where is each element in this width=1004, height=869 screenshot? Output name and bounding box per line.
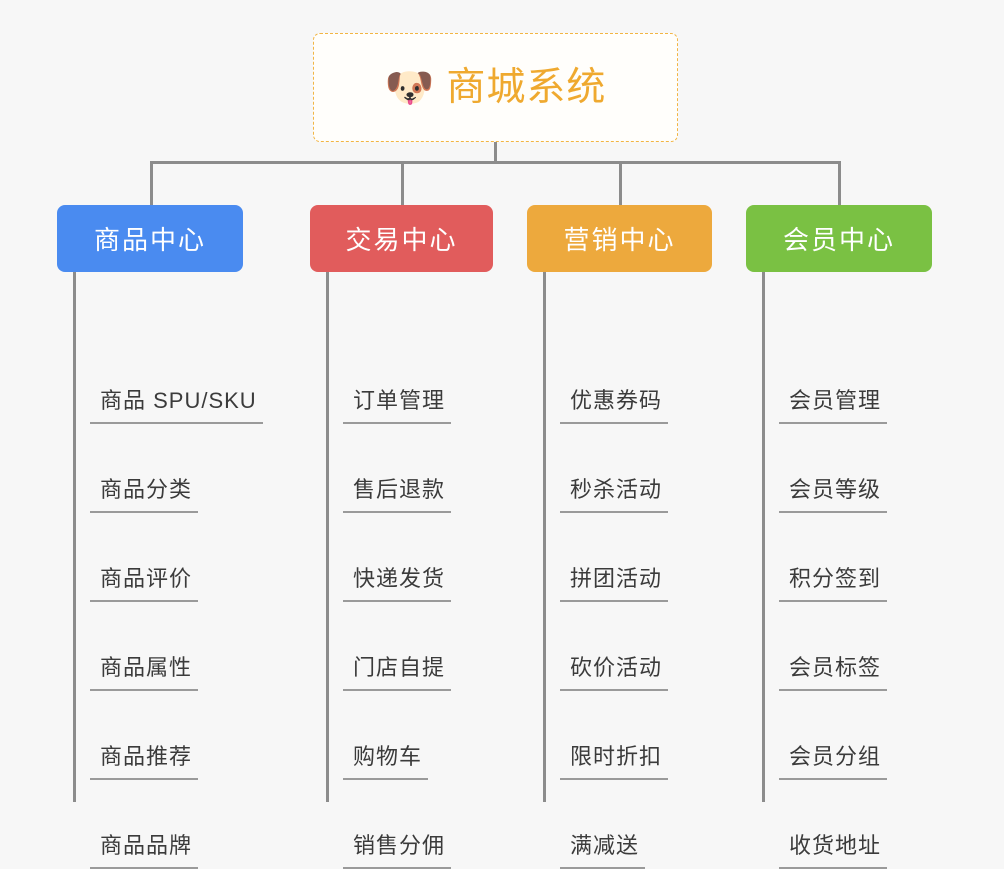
leaf-item[interactable]: 限时折扣 bbox=[560, 736, 669, 780]
leaf-item[interactable]: 商品推荐 bbox=[90, 736, 199, 780]
leaf-item-label: 商品评价 bbox=[90, 561, 199, 602]
leaf-item[interactable]: 销售分佣 bbox=[343, 825, 452, 869]
leaf-item-label: 购物车 bbox=[343, 739, 429, 780]
leaf-item[interactable]: 满减送 bbox=[560, 825, 646, 869]
leaf-item[interactable]: 积分签到 bbox=[779, 558, 888, 602]
leaf-item-label: 会员管理 bbox=[779, 383, 888, 424]
branch-column-member-center: 会员中心会员管理会员等级积分签到会员标签会员分组收货地址 bbox=[746, 205, 932, 869]
leaf-item[interactable]: 商品属性 bbox=[90, 647, 199, 691]
leaf-item[interactable]: 优惠券码 bbox=[560, 380, 669, 424]
leaf-item[interactable]: 砍价活动 bbox=[560, 647, 669, 691]
leaf-item-label: 订单管理 bbox=[343, 383, 452, 424]
leaf-item-label: 会员分组 bbox=[779, 739, 888, 780]
leaf-item-label: 商品品牌 bbox=[90, 828, 199, 869]
branch-spine-member-center bbox=[762, 272, 765, 802]
branch-header-marketing-center[interactable]: 营销中心 bbox=[527, 205, 712, 272]
leaf-item[interactable]: 商品品牌 bbox=[90, 825, 199, 869]
leaf-item[interactable]: 会员等级 bbox=[779, 469, 888, 513]
branch-spine-product-center bbox=[73, 272, 76, 802]
leaf-item[interactable]: 会员管理 bbox=[779, 380, 888, 424]
leaf-item-label: 砍价活动 bbox=[560, 650, 669, 691]
leaf-item-label: 会员等级 bbox=[779, 472, 888, 513]
leaf-item[interactable]: 会员分组 bbox=[779, 736, 888, 780]
leaf-item-label: 商品分类 bbox=[90, 472, 199, 513]
leaf-item[interactable]: 商品分类 bbox=[90, 469, 199, 513]
branch-header-member-center[interactable]: 会员中心 bbox=[746, 205, 932, 272]
branch-spine-marketing-center bbox=[543, 272, 546, 802]
leaf-item-label: 商品 SPU/SKU bbox=[90, 383, 263, 424]
leaf-item-label: 优惠券码 bbox=[560, 383, 669, 424]
leaf-item-label: 会员标签 bbox=[779, 650, 888, 691]
mindmap-canvas: 🐶 商城系统 商品中心商品 SPU/SKU 商品分类商品评价商品属性商品推荐商品品… bbox=[57, 33, 932, 869]
leaf-item[interactable]: 拼团活动 bbox=[560, 558, 669, 602]
leaf-item-label: 积分签到 bbox=[779, 561, 888, 602]
shiba-dog-face-icon: 🐶 bbox=[384, 65, 435, 110]
leaf-item[interactable]: 商品 SPU/SKU bbox=[90, 380, 263, 424]
leaf-item[interactable]: 收货地址 bbox=[779, 825, 888, 869]
leaf-item-label: 门店自提 bbox=[343, 650, 452, 691]
branch-spine-trade-center bbox=[326, 272, 329, 802]
connector-drop-product-center bbox=[150, 161, 153, 206]
leaf-item-label: 售后退款 bbox=[343, 472, 452, 513]
leaf-item[interactable]: 商品评价 bbox=[90, 558, 199, 602]
leaf-item[interactable]: 会员标签 bbox=[779, 647, 888, 691]
leaf-item-label: 满减送 bbox=[560, 828, 646, 869]
leaf-item[interactable]: 购物车 bbox=[343, 736, 429, 780]
branch-column-trade-center: 交易中心订单管理售后退款快递发货门店自提购物车销售分佣 bbox=[310, 205, 493, 869]
leaf-item-label: 收货地址 bbox=[779, 828, 888, 869]
branch-header-trade-center[interactable]: 交易中心 bbox=[310, 205, 493, 272]
branch-column-marketing-center: 营销中心优惠券码秒杀活动拼团活动砍价活动限时折扣满减送 bbox=[527, 205, 712, 869]
connector-horizontal-bar bbox=[150, 161, 841, 164]
leaf-item[interactable]: 售后退款 bbox=[343, 469, 452, 513]
leaf-item[interactable]: 秒杀活动 bbox=[560, 469, 669, 513]
connector-drop-marketing-center bbox=[619, 161, 622, 206]
connector-drop-member-center bbox=[838, 161, 841, 206]
leaf-item-label: 商品属性 bbox=[90, 650, 199, 691]
root-node-mall-system[interactable]: 🐶 商城系统 bbox=[313, 33, 678, 142]
leaf-item[interactable]: 订单管理 bbox=[343, 380, 452, 424]
leaf-item[interactable]: 门店自提 bbox=[343, 647, 452, 691]
root-node-title: 商城系统 bbox=[446, 66, 607, 109]
leaf-item-label: 限时折扣 bbox=[560, 739, 669, 780]
leaf-item-label: 秒杀活动 bbox=[560, 472, 669, 513]
leaf-item-label: 快递发货 bbox=[343, 561, 452, 602]
branch-column-product-center: 商品中心商品 SPU/SKU 商品分类商品评价商品属性商品推荐商品品牌 bbox=[57, 205, 263, 869]
leaf-item-label: 销售分佣 bbox=[343, 828, 452, 869]
leaf-item[interactable]: 快递发货 bbox=[343, 558, 452, 602]
connector-root-stem bbox=[494, 142, 497, 164]
leaf-item-label: 拼团活动 bbox=[560, 561, 669, 602]
leaf-item-label: 商品推荐 bbox=[90, 739, 199, 780]
branch-header-product-center[interactable]: 商品中心 bbox=[57, 205, 243, 272]
connector-drop-trade-center bbox=[401, 161, 404, 206]
